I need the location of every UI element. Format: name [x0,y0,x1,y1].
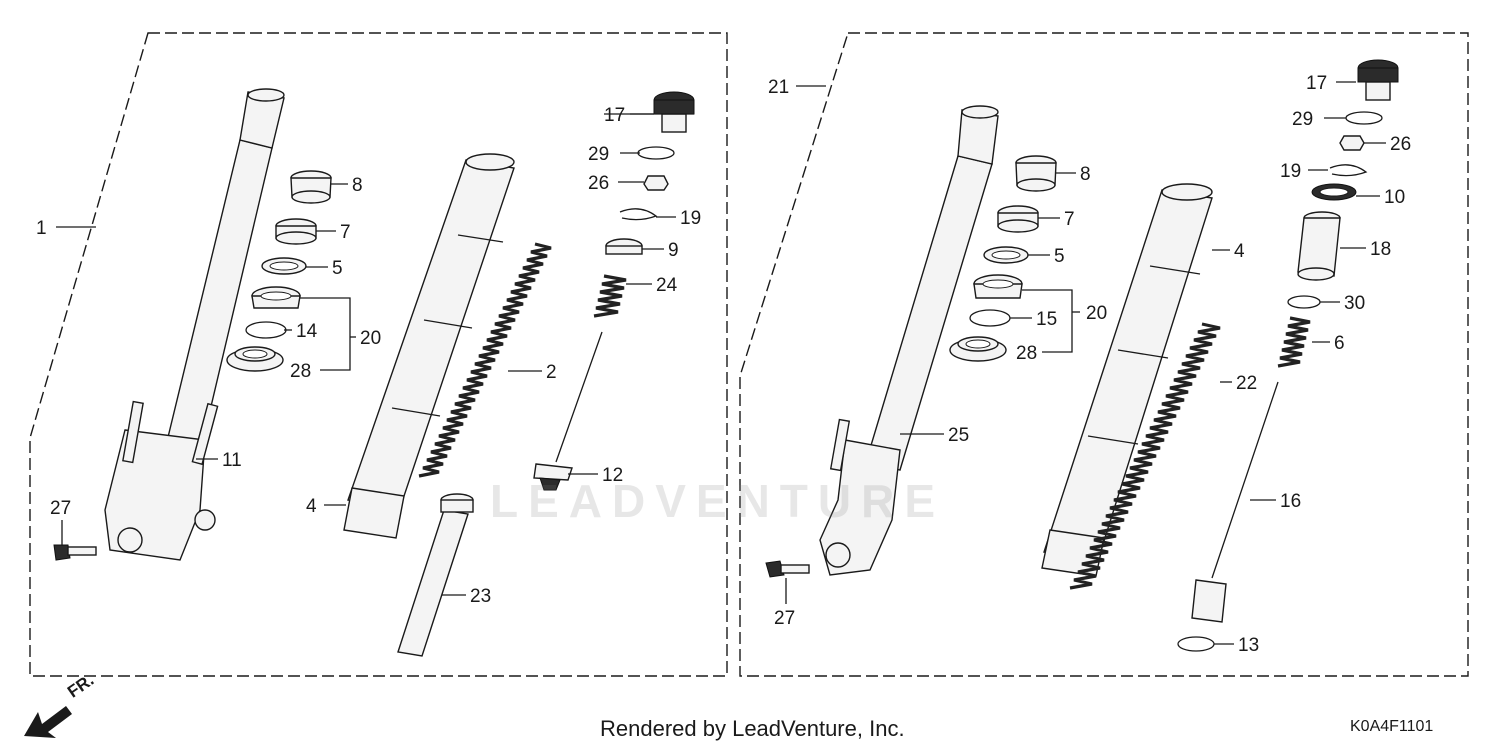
rod-12 [533,331,603,491]
front-arrow-icon [24,706,72,738]
fork-spring-22 [1069,322,1221,590]
callout-16: 16 [1280,491,1301,512]
collar-18 [1297,211,1341,281]
callout-4-left: 4 [306,496,317,517]
callout-26-left: 26 [588,173,609,194]
callout-4-right: 4 [1234,241,1245,262]
nut-26-right [1339,135,1365,151]
clip-14-left [245,321,287,339]
bolt-27-right [765,560,810,578]
o-ring-29-right [1345,111,1383,125]
clip-19-left [619,208,658,221]
ring-30 [1287,295,1321,309]
bushing-8-right [1015,155,1057,192]
callout-17-left: 17 [604,105,625,126]
callout-19-left: 19 [680,208,701,229]
watermark: LEADVENTURE [490,475,946,527]
callout-18: 18 [1370,239,1391,260]
callout-19-right: 19 [1280,161,1301,182]
oil-seal-20-left [251,286,301,309]
fork-spring-2 [418,242,552,478]
callout-5-right: 5 [1054,246,1065,267]
leader-lines [56,81,1386,645]
callout-7-left: 7 [340,222,351,243]
clip-19-right [1329,164,1368,177]
callout-labels: 1 8 7 5 14 20 28 11 27 4 2 23 17 29 26 1… [36,73,1411,656]
collar-23 [397,493,474,657]
right-assembly-box [739,32,1469,677]
dust-seal-28-right [949,336,1007,362]
bushing-7-right [997,205,1039,233]
callout-26-right: 26 [1390,134,1411,155]
callout-25: 25 [948,425,969,446]
callout-14: 14 [296,321,318,342]
callout-29-right: 29 [1292,109,1313,130]
bushing-7-left [275,218,317,245]
callout-11: 11 [222,450,242,471]
callout-10: 10 [1384,187,1405,208]
callout-12: 12 [602,465,623,486]
callout-15: 15 [1036,309,1057,330]
bolt-27-left [53,544,97,561]
callout-17-right: 17 [1306,73,1327,94]
outer-fork-tube-right [819,105,999,576]
callout-6: 6 [1334,333,1345,354]
callout-13: 13 [1238,635,1259,656]
left-assembly-box [29,32,728,677]
oil-seal-20-right [973,274,1023,299]
callout-28-left: 28 [290,361,311,382]
callout-21: 21 [768,77,789,98]
callout-9: 9 [668,240,679,261]
spring-seat-9 [605,238,643,255]
callout-30: 30 [1344,293,1365,314]
washer-5-right [983,246,1029,264]
washer-5-left [261,257,307,275]
callout-7-right: 7 [1064,209,1075,230]
o-ring-29-left [637,146,675,160]
callout-5-left: 5 [332,258,343,279]
damper-rod-16 [1191,381,1279,623]
render-credit: Rendered by LeadVenture, Inc. [600,716,905,741]
callout-8-left: 8 [352,175,363,196]
callout-23: 23 [470,586,491,607]
spring-6 [1277,316,1311,368]
spring-seat-10 [1311,183,1357,201]
inner-fork-tube-right [1041,183,1213,577]
callout-1: 1 [36,218,47,239]
callout-2: 2 [546,362,557,383]
callout-20-right: 20 [1086,303,1107,324]
inner-fork-tube-left [343,153,515,539]
callout-8-right: 8 [1080,164,1091,185]
callout-24: 24 [656,275,678,296]
callout-29-left: 29 [588,144,609,165]
callout-27-left: 27 [50,498,71,519]
ring-13 [1177,636,1215,652]
bushing-8-left [290,170,332,204]
dust-seal-28-left [226,346,284,372]
diagram-code: K0A4F1101 [1350,718,1434,735]
callout-28-right: 28 [1016,343,1037,364]
spring-24 [593,274,627,318]
callout-27-right: 27 [774,608,795,629]
callout-20-left: 20 [360,328,381,349]
clip-15 [969,309,1011,327]
fork-cap-17-right [1357,59,1399,101]
outer-fork-tube-left [104,88,285,561]
nut-26-left [643,175,669,191]
fork-cap-17-left [653,91,695,133]
callout-22: 22 [1236,373,1257,394]
